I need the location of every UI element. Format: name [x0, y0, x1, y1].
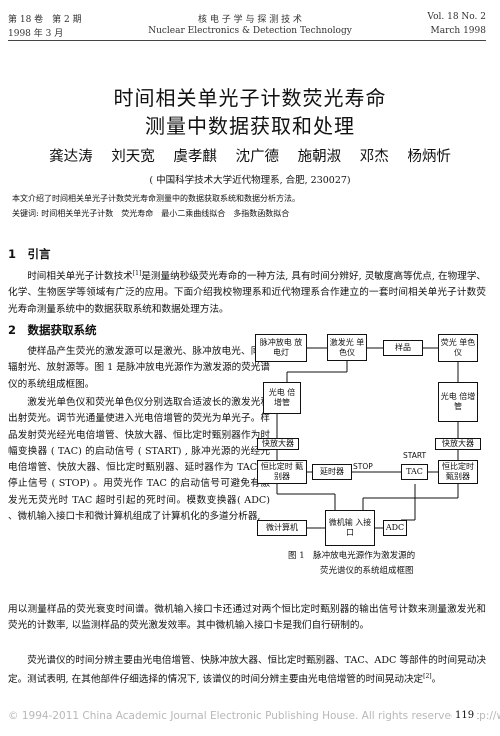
- author: 邓杰: [359, 149, 389, 165]
- author: 刘天宽: [111, 149, 155, 165]
- interface-card-box: 微机输 入接口: [325, 510, 375, 546]
- section-2-paragraph-2: 激发光单色仪和荧光单色仪分别选取合适波长的激发光和出射荧光。调节光通量使进入光电…: [8, 397, 270, 523]
- keywords: 时间相关单光子计数 荧光寿命 最小二乘曲线拟合 多指数函数拟合: [41, 209, 290, 218]
- diagram-connectors: [276, 347, 459, 529]
- paragraph-text: 是测量纳秒级荧光寿命的一种方法, 具有时间分辨好, 灵敏度高等优点, 在物理学、…: [8, 271, 487, 315]
- affiliation: ( 中国科学技术大学近代物理系, 合肥, 230027): [149, 175, 351, 186]
- cfd-left-box: 恒比定时 甄别器: [257, 460, 307, 484]
- author: 龚达涛: [49, 149, 93, 165]
- keywords-label: 关键词:: [12, 209, 39, 218]
- figure-1-caption-line2: 荧光谱仪的系统组成框图: [320, 566, 414, 576]
- section-2-paragraph-3: 用以测量样品的荧光衰变时间谱。微机输入接口卡还通过对两个恒比定时甄别器的输出信号…: [8, 604, 486, 632]
- pmt-right-box: 光电 倍增管: [438, 382, 478, 422]
- abstract: 本文介绍了时间相关单光子计数荧光寿命测量中的数据获取系统和数据分析方法。: [12, 194, 300, 203]
- section-2-paragraph-4: 荧光谱仪的时间分辨主要由光电倍增管、快脉冲放大器、恒比定时甄别器、TAC、ADC…: [8, 653, 486, 689]
- header-date-en: March 1998: [430, 26, 487, 36]
- header-rule: [8, 40, 486, 41]
- fast-amp-left-box: 快放大器: [257, 438, 299, 450]
- paragraph-text: 荧光谱仪的时间分辨主要由光电倍增管、快脉冲放大器、恒比定时甄别器、TAC、ADC…: [8, 655, 486, 686]
- section-1-heading: 1 引言: [8, 247, 51, 261]
- copyright-footer: © 1994-2011 China Academic Journal Elect…: [8, 710, 500, 722]
- stop-label: STOP: [353, 462, 373, 471]
- header-journal-cn: 核 电 子 学 与 探 测 技 术: [198, 15, 302, 25]
- section-1-paragraph: 时间相关单光子计数技术[1]是测量纳秒级荧光寿命的一种方法, 具有时间分辨好, …: [8, 266, 486, 318]
- header-date: 1998 年 3 月: [8, 29, 64, 39]
- delay-box: 延时器: [312, 464, 352, 480]
- header-journal-en: Nuclear Electronics & Detection Technolo…: [148, 26, 352, 36]
- paper-title-line1: 时间相关单光子计数荧光寿命: [113, 86, 387, 110]
- excitation-monochromator-box: 激发光 单色仪: [327, 334, 367, 361]
- adc-box: ADC: [383, 520, 407, 536]
- tac-box: TAC: [401, 464, 428, 480]
- section-2-heading: 2 数据获取系统: [8, 323, 97, 337]
- header-volume: 第 18 卷 第 2 期: [8, 15, 82, 25]
- computer-box: 微计算机: [257, 520, 307, 536]
- fast-amp-right-box: 快放大器: [435, 438, 481, 450]
- citation-ref: [1]: [132, 270, 142, 277]
- paragraph-text: 。: [431, 674, 442, 686]
- section-2-paragraph-1: 使样品产生荧光的激发源可以是激光、脉冲放电光、同步辐射光、放射源等。图 1 是脉…: [8, 346, 270, 390]
- citation-ref: [2]: [423, 673, 432, 681]
- author: 虞孝麒: [173, 149, 217, 165]
- pulse-source-box: 脉冲放电 放电灯: [255, 334, 307, 362]
- header-vol-en: Vol. 18 No. 2: [427, 12, 486, 22]
- page-number: 119: [452, 710, 478, 721]
- author: 沈广德: [235, 149, 280, 165]
- author-list: 龚达涛 刘天宽 虞孝麒 沈广德 施朝淑 邓杰 杨炳忻: [0, 145, 500, 166]
- paragraph-text: 时间相关单光子计数技术: [27, 271, 133, 283]
- keywords-line: 关键词: 时间相关单光子计数 荧光寿命 最小二乘曲线拟合 多指数函数拟合: [12, 208, 482, 220]
- paper-title-line2: 测量中数据获取和处理: [145, 114, 355, 138]
- fluorescence-monochromator-box: 荧光 单色仪: [438, 334, 478, 362]
- author: 杨炳忻: [407, 149, 451, 165]
- figure-1-diagram: 脉冲放电 放电灯 激发光 单色仪 样品 荧光 单色仪 光电 倍增管 光电 倍增管…: [255, 330, 495, 570]
- sample-box: 样品: [383, 340, 423, 356]
- pmt-left-box: 光电 倍增管: [263, 382, 301, 414]
- cfd-right-box: 恒比定时 甄别器: [438, 460, 478, 484]
- figure-1-caption-line1: 图 1 脉冲放电光源作为激发源的: [288, 551, 416, 561]
- author: 施朝淑: [297, 149, 342, 165]
- start-label: START: [403, 451, 427, 460]
